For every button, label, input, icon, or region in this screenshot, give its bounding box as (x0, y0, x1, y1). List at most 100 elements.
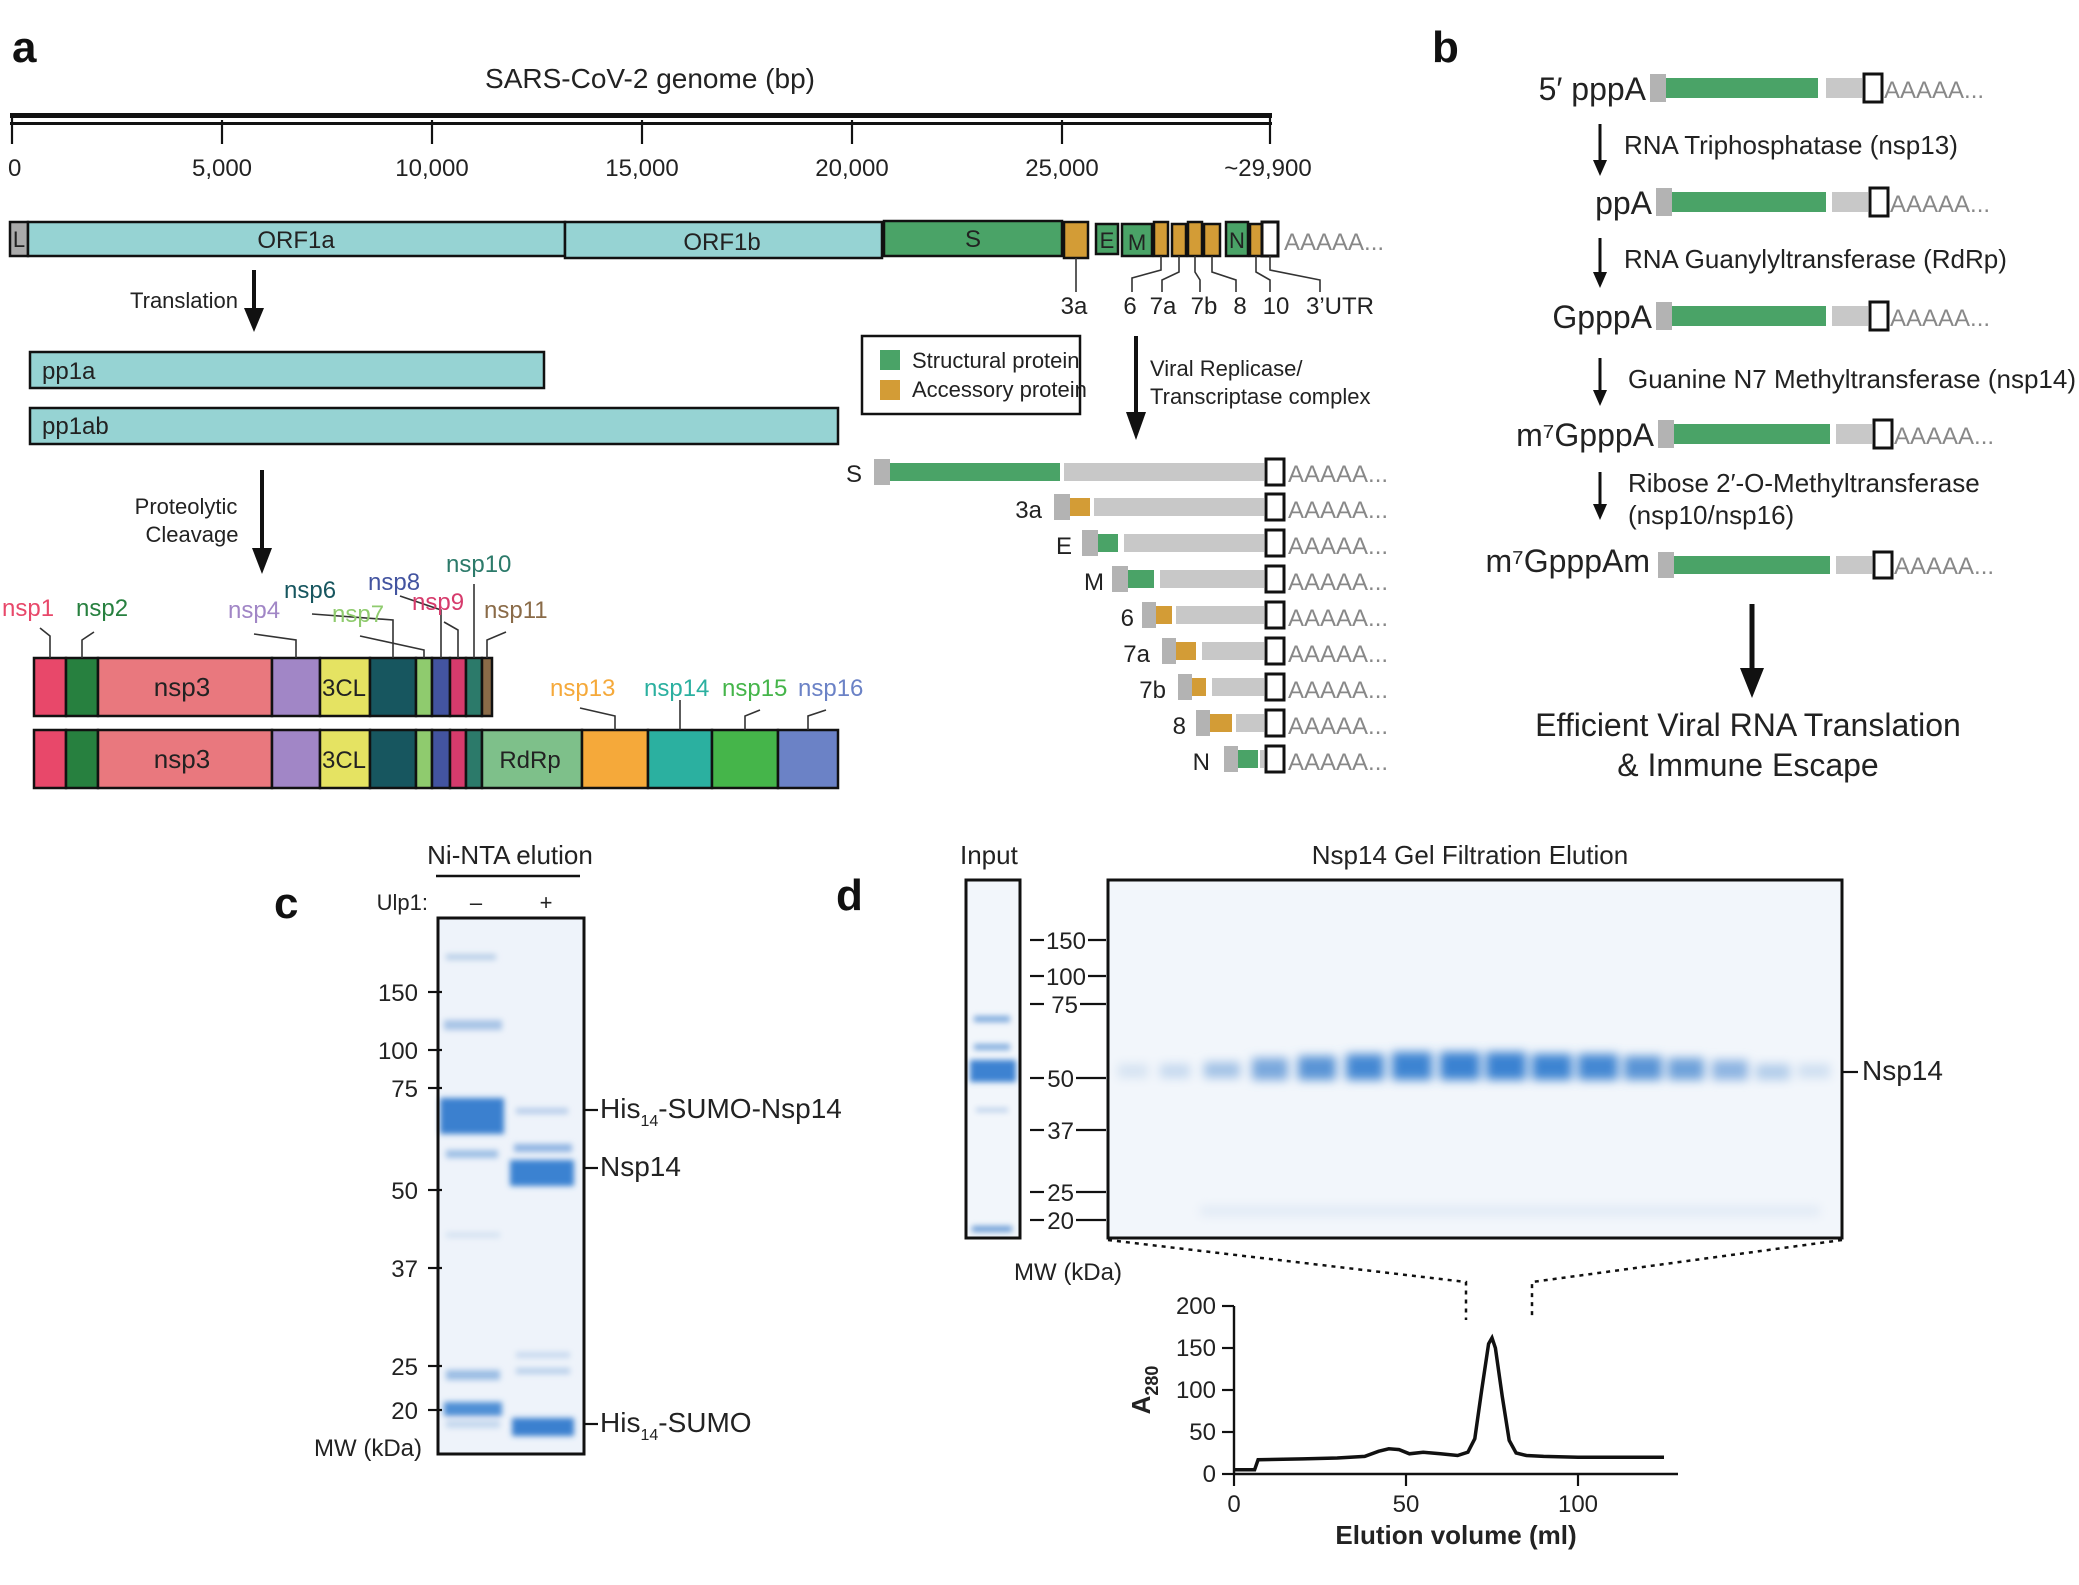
orf-S-label: S (965, 226, 981, 253)
legend-box (860, 334, 1082, 416)
orf-1b (563, 220, 884, 260)
gel-c-ulp1-label: Ulp1: (377, 890, 428, 915)
sgrna-8-tail: AAAAA... (1288, 713, 1388, 740)
label-7a: 7a (1150, 293, 1177, 320)
orf-7a (1170, 222, 1188, 258)
panel-c-label: c (274, 879, 298, 928)
band-his-sumo: His14-SUMO (600, 1407, 752, 1444)
gel-d-markers: 150 100 75 50 37 25 20 MW (kDa) (1014, 928, 1122, 1286)
x-tick-label: 0 (1227, 1491, 1240, 1518)
orf-leader-lines (1075, 256, 1321, 292)
legend-swatch-accessory (880, 380, 900, 400)
gel-c-marker-50: 50 (391, 1178, 418, 1205)
label-nsp8: nsp8 (368, 569, 420, 596)
orf-E-label: E (1100, 228, 1115, 253)
sgrna-6-tail: AAAAA... (1288, 605, 1388, 632)
pp1a-nsp3-label: nsp3 (154, 672, 210, 702)
orf-1b-label: ORF1b (683, 229, 760, 256)
label-nsp11: nsp11 (484, 597, 548, 624)
sgrna-M-tail: AAAAA... (1288, 569, 1388, 596)
species-GpppA: GpppA (1552, 299, 1652, 335)
pp1ab-3cl-label: 3CL (322, 747, 366, 774)
sgrna-8-label: 8 (1173, 713, 1186, 740)
sgrna-3a-tail: AAAAA... (1288, 497, 1388, 524)
sgrna-S-tail: AAAAA... (1288, 461, 1388, 488)
capping-pathway: 5′ pppA AAAAA... RNA Triphosphatase (nsp… (1485, 71, 2076, 783)
y-tick-label: 100 (1176, 1377, 1216, 1404)
sgrna-M-label: M (1084, 569, 1104, 596)
species-m7GpppA: m⁷GpppA (1516, 417, 1655, 453)
genome-map: L ORF1a ORF1b S E M N AAAAA... (8, 219, 1384, 260)
gel-c-title: Ni-NTA elution (427, 840, 593, 870)
legend-structural: Structural protein (912, 348, 1080, 373)
gel-d-fractions (1106, 878, 1844, 1240)
label-nsp15: nsp15 (722, 675, 787, 702)
orf-E (1094, 222, 1120, 256)
label-nsp2: nsp2 (76, 595, 128, 622)
gel-c-marker-100: 100 (378, 1038, 418, 1065)
legend-swatch-structural (880, 350, 900, 370)
label-nsp14: nsp14 (644, 675, 709, 702)
label-nsp1: nsp1 (2, 595, 54, 622)
gel-c-lane-plus: + (540, 890, 553, 915)
sgrna-E-label: E (1056, 533, 1072, 560)
enzyme-triphosphatase: RNA Triphosphatase (nsp13) (1624, 130, 1958, 160)
label-10: 10 (1263, 293, 1290, 320)
scale-tick-20000: 20,000 (815, 155, 888, 182)
sgrna-3a-label: 3a (1015, 497, 1042, 524)
pp1ab-nsp15 (710, 728, 780, 790)
orf-3a (1062, 220, 1090, 260)
chromatogram-trace (1234, 1333, 1664, 1472)
y-tick-label: 150 (1176, 1335, 1216, 1362)
gel-d-mw-label: MW (kDa) (1014, 1259, 1122, 1286)
pp1ab-label: pp1ab (42, 413, 109, 440)
label-nsp13: nsp13 (550, 675, 615, 702)
label-nsp6: nsp6 (284, 577, 336, 604)
pp1ab-bar (28, 406, 840, 446)
species-ppA: ppA (1595, 185, 1653, 221)
panel-d-label: d (836, 871, 863, 920)
species-m7GpppA-tail: AAAAA... (1894, 423, 1994, 450)
pp1a-nsp9 (448, 656, 468, 718)
pp1a-nsp4 (270, 656, 322, 718)
species-pppA-tail: AAAAA... (1884, 77, 1984, 104)
pp1ab-nsp4 (270, 728, 322, 790)
pp1ab-nsp1 (32, 728, 68, 790)
pp1ab-nsp2 (64, 728, 100, 790)
pp1a-bar (28, 350, 546, 390)
orf-L-label: L (13, 227, 25, 252)
pp1a-nsp8 (430, 656, 452, 718)
pp1ab-nsp9 (448, 728, 468, 790)
enzyme-n7-methyltransferase: Guanine N7 Methyltransferase (nsp14) (1628, 364, 2076, 394)
translation-arrow (244, 270, 264, 332)
pp1ab-nsp8 (430, 728, 452, 790)
pp1ab-nsp14 (646, 728, 714, 790)
pp1a-nsp6 (368, 656, 418, 718)
pp1ab-products: nsp3 3CL RdRp (32, 728, 840, 790)
nsp-leader-lines (39, 584, 827, 730)
orf-N-label: N (1229, 228, 1245, 253)
chromatogram-xlabel: Elution volume (ml) (1335, 1520, 1576, 1550)
orf-8 (1202, 222, 1222, 258)
pp1a-3cl-label: 3CL (322, 675, 366, 702)
orf-7b (1186, 220, 1204, 258)
orf-6 (1152, 220, 1170, 258)
translation-label: Translation (130, 288, 238, 313)
species-pppA: 5′ pppA (1539, 71, 1647, 107)
pp1ab-nsp7 (414, 728, 434, 790)
gel-c-mw-label: MW (kDa) (314, 1435, 422, 1462)
gel-c-band-labels: His14-SUMO-Nsp14 Nsp14 His14-SUMO (584, 1093, 842, 1444)
sgrna-N-tail: AAAAA... (1288, 749, 1388, 776)
zoom-dashed-lines (1107, 1238, 1843, 1320)
sgrna-N-label: N (1193, 749, 1210, 776)
sgrna-7a-label: 7a (1123, 641, 1150, 668)
gel-d-marker-75: 75 (1051, 992, 1078, 1019)
gel-d-marker-50: 50 (1047, 1066, 1074, 1093)
label-8: 8 (1233, 293, 1246, 320)
gel-d-marker-100: 100 (1046, 964, 1086, 991)
pp1ab-nsp3 (96, 728, 274, 790)
genome-title: SARS-CoV-2 genome (bp) (485, 63, 815, 94)
